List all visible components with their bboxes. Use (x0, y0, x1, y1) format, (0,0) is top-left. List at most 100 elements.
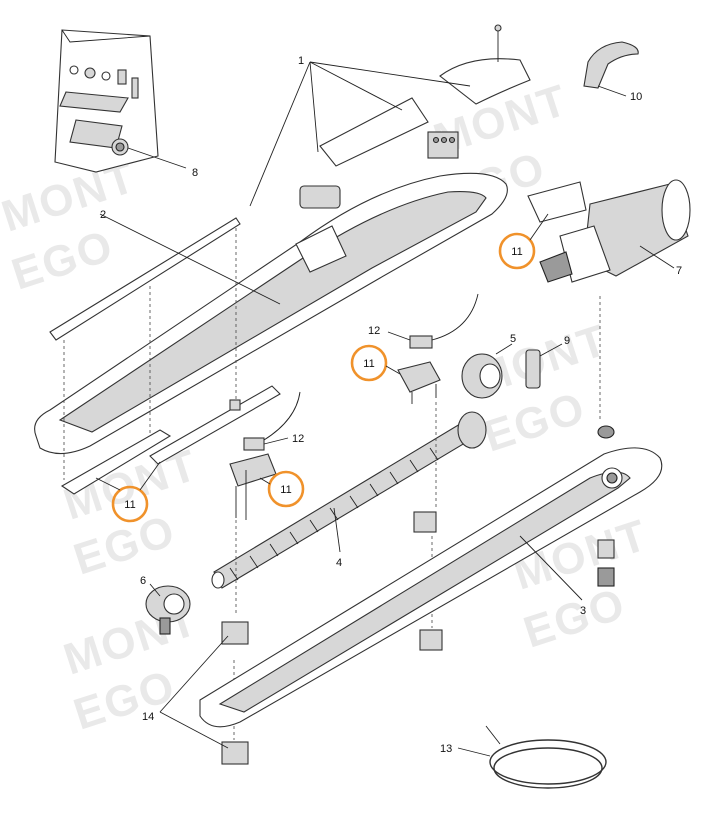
leader-12a (387, 331, 411, 341)
leader-13 (457, 747, 491, 757)
leader-12b (263, 437, 289, 445)
part-4-worm-screw (211, 411, 487, 589)
lower-arm-pin (229, 399, 241, 411)
screw-head-gear (457, 411, 487, 449)
label-8: 8 (192, 167, 198, 179)
callout-11-bracket: 11 (280, 484, 291, 496)
kit-sheet-fold (61, 29, 151, 43)
kit-washer-2 (84, 67, 96, 79)
part-6-release-knob (145, 583, 191, 635)
callout-ring-bracket (267, 470, 305, 508)
motor-endcap (661, 179, 691, 241)
kit-bolt-1 (117, 69, 127, 85)
leader-7 (639, 245, 675, 269)
label-12-upper: 12 (368, 325, 380, 337)
leader-5 (495, 343, 513, 355)
kit-plate-1 (59, 91, 129, 113)
gear-hub (479, 363, 501, 389)
callout-ring-motor (498, 232, 536, 270)
fasteners-right (597, 425, 615, 587)
leader-4 (333, 507, 341, 553)
knob-face (163, 593, 185, 615)
terminal-block (427, 131, 459, 159)
kit-washer-1 (69, 65, 79, 75)
label-13: 13 (440, 743, 452, 755)
switch-lower-wire (263, 391, 301, 441)
leader-1b (309, 61, 319, 153)
screw-threads (229, 447, 439, 581)
lower-arm-1 (60, 429, 172, 495)
leader-1c (309, 61, 403, 111)
label-10: 10 (630, 91, 642, 103)
knob-stem (159, 617, 171, 635)
plate-14a (221, 621, 249, 645)
label-12-lower: 12 (292, 433, 304, 445)
motor-shaft (539, 251, 573, 283)
callout-11-center: 11 (363, 358, 374, 370)
gland-lower-1 (597, 539, 615, 559)
part-11-center-bracket (397, 361, 441, 404)
handle-body (583, 41, 639, 89)
lower-bracket (229, 453, 277, 487)
leader-6 (149, 583, 161, 597)
housing-boss (295, 225, 347, 273)
part-1-covers (49, 24, 531, 341)
leader-3 (519, 535, 583, 601)
mount-plate-upper (413, 511, 437, 533)
part-8-hardware-kit (54, 29, 187, 173)
part-7-motor (527, 179, 691, 283)
switch-upper-wire (431, 293, 479, 341)
lower-housing-channel (218, 471, 631, 713)
cable-loop-1 (489, 739, 607, 785)
label-14: 14 (142, 711, 154, 723)
cap-screw-head (494, 24, 502, 32)
label-6: 6 (140, 575, 146, 587)
cable-loop-2 (493, 747, 603, 789)
label-9: 9 (564, 335, 570, 347)
mount-plate-right (419, 629, 443, 651)
callout-ring-center (350, 344, 388, 382)
leader-14a (159, 635, 229, 713)
cover-plate-top (319, 97, 429, 167)
leader-2 (99, 213, 281, 305)
part-10-handle (583, 41, 639, 97)
alignment-lines (63, 228, 601, 740)
leader-8 (127, 147, 187, 169)
callouts-11: 11 11 11 11 (95, 213, 549, 523)
callout-11-motor: 11 (511, 246, 522, 258)
plate-14b (221, 741, 249, 765)
cable-end (485, 725, 501, 745)
label-3: 3 (580, 605, 586, 617)
gland-lower-2 (597, 567, 615, 587)
gland-body (525, 349, 541, 389)
callout-ring-lower (111, 485, 149, 523)
label-4: 4 (336, 557, 342, 569)
part-5-gear (461, 343, 513, 399)
part-12-switch-upper (387, 293, 479, 349)
part-3-lower-housing (199, 447, 663, 728)
cover-clip (299, 185, 341, 209)
leader-14b (159, 711, 229, 749)
kit-washer-3 (101, 71, 111, 81)
label-5: 5 (510, 333, 516, 345)
motor-bracket (527, 181, 587, 223)
callout-11-lower: 11 (124, 499, 135, 511)
part-2-upper-housing (34, 172, 508, 455)
screw-end (211, 571, 225, 589)
part-14-plates (159, 621, 249, 765)
label-2: 2 (100, 209, 106, 221)
nut-top (597, 425, 615, 439)
part-labels: 1 2 3 4 5 6 7 8 9 10 12 12 13 14 (100, 55, 682, 755)
part-13-cable (457, 725, 607, 789)
leader-10 (597, 85, 627, 97)
switch-lower (243, 437, 265, 451)
kit-bolt-2 (131, 77, 139, 99)
cover-long-strip (49, 217, 241, 341)
part-11-lower-brackets (60, 385, 301, 520)
kit-bushing-hole (115, 142, 125, 152)
switch-upper (409, 335, 433, 349)
leader-1d (309, 61, 471, 87)
leader-9 (539, 343, 563, 357)
part-9-gland (525, 343, 563, 389)
